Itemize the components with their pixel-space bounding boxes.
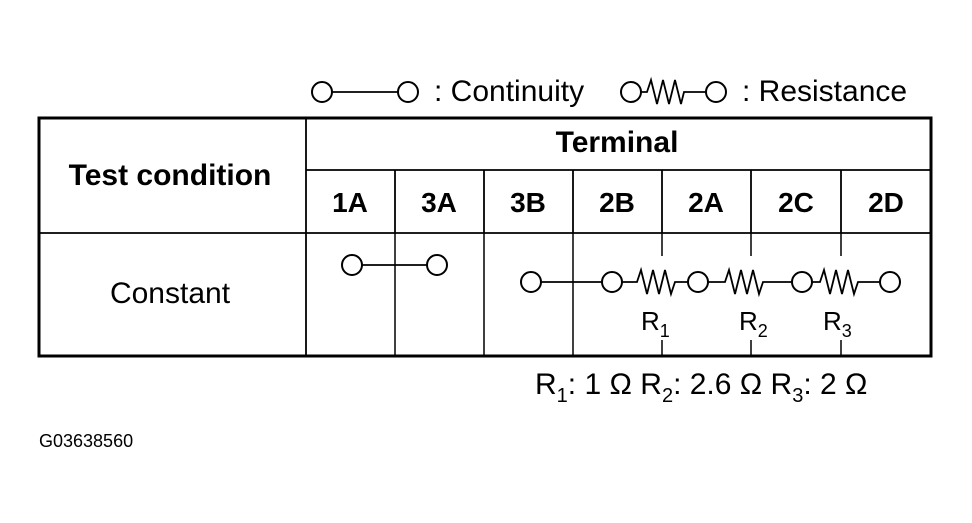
terminal-label-2d: 2D	[868, 187, 904, 218]
terminal-node-2d	[879, 271, 901, 293]
resistance-values-note: R1: 1 Ω R2: 2.6 Ω R3: 2 Ω	[535, 368, 867, 407]
terminal-label-3a: 3A	[421, 187, 457, 218]
resistor-r2-symbol-icon	[708, 266, 793, 298]
terminal-label-1a: 1A	[332, 187, 368, 218]
continuity-legend-label: : Continuity	[434, 75, 584, 108]
resistor-labels: R1 R2 R3	[641, 306, 852, 341]
resistor-label-r2: R2	[739, 306, 768, 341]
condition-constant-label: Constant	[110, 277, 231, 310]
continuity-symbol-icon	[311, 81, 419, 103]
terminal-node-1a	[341, 254, 363, 276]
terminal-label-2a: 2A	[688, 187, 724, 218]
terminal-node-2b	[601, 271, 623, 293]
terminal-header: Terminal	[556, 126, 679, 159]
test-condition-header: Test condition	[69, 159, 272, 192]
resistor-chain-3b-2d	[520, 266, 901, 298]
resistance-legend-label: : Resistance	[742, 75, 907, 108]
figure-id: G03638560	[39, 431, 133, 451]
table-grid	[37, 116, 933, 358]
resistor-label-r3: R3	[823, 306, 852, 341]
continuity-1a-3a	[341, 254, 448, 276]
terminal-label-3b: 3B	[510, 187, 546, 218]
terminal-node-3a	[426, 254, 448, 276]
terminal-label-2c: 2C	[778, 187, 814, 218]
terminal-labels: 1A 3A 3B 2B 2A 2C 2D	[332, 187, 904, 218]
terminal-label-2b: 2B	[599, 187, 635, 218]
legend: : Continuity : Resistance	[311, 75, 907, 108]
terminal-node-2a	[687, 271, 709, 293]
resistor-r1-symbol-icon	[622, 266, 688, 298]
terminal-node-3b	[520, 271, 542, 293]
resistor-label-r1: R1	[641, 306, 670, 341]
resistor-r3-symbol-icon	[812, 266, 881, 298]
resistance-symbol-icon	[620, 76, 727, 105]
terminal-node-2c	[791, 271, 813, 293]
